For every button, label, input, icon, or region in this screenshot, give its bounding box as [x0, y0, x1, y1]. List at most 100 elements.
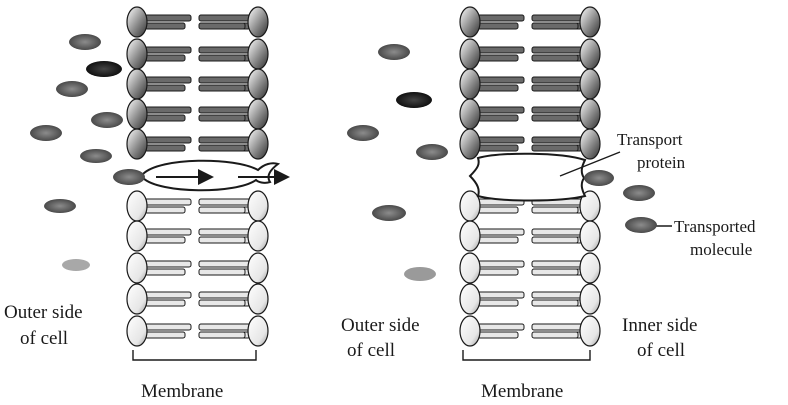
lipid-tail [199, 23, 245, 29]
lipid-row [460, 284, 600, 314]
lipid-tail [532, 300, 578, 306]
phospholipid-head [127, 99, 147, 129]
lipid-tail [532, 47, 586, 53]
phospholipid-head [460, 129, 480, 159]
lipid-row [127, 221, 268, 251]
lipid-row [127, 284, 268, 314]
lipid-tail [145, 324, 191, 330]
lipid-tail [478, 47, 524, 53]
lipid-tail [145, 269, 185, 275]
lipid-row [460, 253, 600, 283]
phospholipid-head [460, 221, 480, 251]
lipid-tail [532, 23, 578, 29]
molecule [44, 199, 76, 213]
phospholipid-head [248, 221, 268, 251]
lipid-row [127, 39, 268, 69]
phospholipid-head [248, 253, 268, 283]
lipid-tail [478, 15, 524, 21]
phospholipid-head [460, 39, 480, 69]
phospholipid-head [460, 284, 480, 314]
phospholipid-head [248, 284, 268, 314]
lipid-tail [145, 207, 185, 213]
lipid-tail [145, 15, 191, 21]
molecule [30, 125, 62, 141]
lipid-tail [478, 107, 524, 113]
phospholipid-head [460, 69, 480, 99]
lipid-tail [478, 269, 518, 275]
lipid-tail [145, 300, 185, 306]
lipid-tail [145, 85, 185, 91]
phospholipid-head [248, 7, 268, 37]
lipid-tail [199, 145, 245, 151]
lipid-row [460, 316, 600, 346]
inner-side-label-line2: of cell [637, 340, 685, 361]
lipid-tail [478, 300, 518, 306]
phospholipid-head [127, 284, 147, 314]
phospholipid-head [248, 39, 268, 69]
phospholipid-head [580, 99, 600, 129]
phospholipid-head [580, 316, 600, 346]
lipid-tail [532, 324, 586, 330]
lipid-row [460, 99, 600, 129]
outer-molecules-right [347, 44, 448, 281]
lipid-tail [145, 292, 191, 298]
lipid-row [460, 69, 600, 99]
lipid-tail [532, 292, 586, 298]
transported-molecule-label-line1: Transported [674, 217, 756, 236]
lipid-tail [478, 85, 518, 91]
molecule [86, 61, 122, 77]
lipid-tail [199, 15, 253, 21]
lipid-tail [145, 237, 185, 243]
lipid-row [127, 7, 268, 37]
molecule [80, 149, 112, 163]
phospholipid-head [460, 316, 480, 346]
lipid-row [460, 7, 600, 37]
lipid-tail [199, 324, 253, 330]
lipid-tail [199, 77, 253, 83]
lipid-tail [145, 137, 191, 143]
lipid-tail [478, 237, 518, 243]
lipid-row [127, 99, 268, 129]
lipid-tail [532, 137, 586, 143]
molecule [372, 205, 406, 221]
lipid-tail [532, 261, 586, 267]
lipid-tail [532, 332, 578, 338]
molecule [416, 144, 448, 160]
lipid-tail [145, 23, 185, 29]
lipid-tail [145, 115, 185, 121]
phospholipid-head [580, 221, 600, 251]
lipid-tail [478, 324, 524, 330]
lipid-tail [199, 237, 245, 243]
lipid-tail [532, 115, 578, 121]
lipid-tail [532, 85, 578, 91]
molecule [396, 92, 432, 108]
molecule [56, 81, 88, 97]
lipid-tail [532, 77, 586, 83]
lipid-tail [199, 207, 245, 213]
molecule [91, 112, 123, 128]
molecule [623, 185, 655, 201]
phospholipid-head [460, 99, 480, 129]
lipid-tail [145, 199, 191, 205]
lipid-tail [199, 47, 253, 53]
lipid-tail [199, 269, 245, 275]
lipid-tail [478, 292, 524, 298]
lipid-tail [478, 137, 524, 143]
lipid-tail [532, 145, 578, 151]
lipid-row [127, 69, 268, 99]
lipid-tail [199, 300, 245, 306]
phospholipid-head [127, 69, 147, 99]
phospholipid-head [248, 191, 268, 221]
phospholipid-head [127, 221, 147, 251]
lipid-tail [532, 229, 586, 235]
molecule [113, 169, 145, 185]
lipid-tail [532, 207, 578, 213]
transport-protein-label-line2: protein [637, 153, 686, 172]
lipid-tail [145, 145, 185, 151]
phospholipid-head [580, 253, 600, 283]
phospholipid-head [127, 39, 147, 69]
lipid-tail [145, 77, 191, 83]
phospholipid-head [580, 7, 600, 37]
phospholipid-head [127, 129, 147, 159]
